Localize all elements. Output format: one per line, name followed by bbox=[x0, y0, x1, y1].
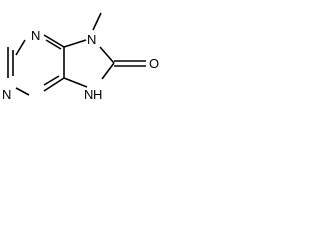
bond-n9-c8 bbox=[99, 46, 115, 64]
atom-n7-label: N bbox=[84, 87, 93, 102]
bond-c5-c6 bbox=[43, 77, 65, 92]
bond-c2-n3 bbox=[15, 39, 26, 56]
atom-n9-label: N bbox=[87, 32, 96, 47]
atom-n1-label: N bbox=[2, 87, 11, 102]
bond-c6-n1 bbox=[15, 87, 30, 96]
chemical-structure-diagram: N N N N H O bbox=[2, 12, 159, 102]
bond-n7-c5 bbox=[63, 77, 88, 88]
bond-n3-c4-double bbox=[45, 39, 62, 50]
bond-n9-methyl bbox=[92, 12, 102, 31]
bond-n3-c4 bbox=[43, 34, 65, 48]
atom-n7-hydrogen-label: H bbox=[93, 87, 102, 102]
bond-c4-n9 bbox=[63, 39, 87, 48]
atom-n3-label: N bbox=[31, 28, 40, 43]
bond-c8-n7 bbox=[101, 62, 115, 80]
atom-oxygen-label: O bbox=[149, 56, 159, 71]
bond-c5-c6-double bbox=[43, 75, 60, 86]
